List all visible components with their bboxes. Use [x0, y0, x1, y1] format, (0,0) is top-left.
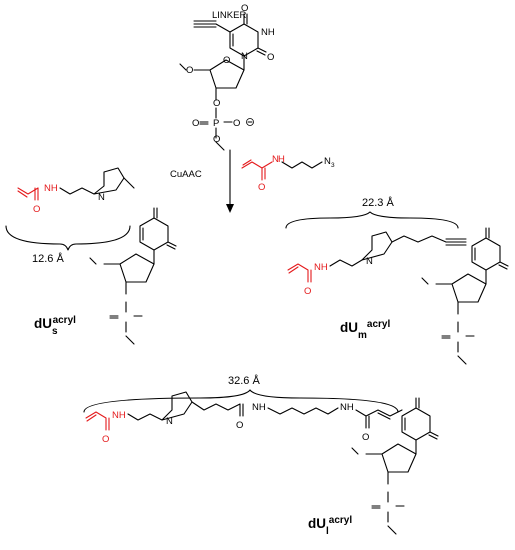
- dum-name: dUmacryl: [340, 319, 390, 341]
- atom-o: O: [33, 204, 40, 215]
- atom-o: O: [267, 52, 274, 63]
- atom-h: H: [278, 154, 285, 165]
- atom-nh: NH: [44, 183, 58, 194]
- atom-o: O: [233, 118, 240, 129]
- atom-o: O: [241, 3, 248, 14]
- dum-structure: 22.3 Å O NH N dUmacryl: [285, 196, 509, 365]
- atom-p: P: [213, 118, 219, 129]
- atom-nh: NH: [340, 402, 354, 413]
- reaction-arrow: CuAAC: [170, 149, 234, 213]
- atom-o: O: [213, 134, 220, 145]
- atom-nh: NH: [261, 27, 275, 38]
- atom-n: N: [166, 416, 173, 427]
- linker-label: LINKER: [212, 10, 246, 21]
- atom-n: N: [366, 256, 373, 267]
- atom-o: O: [213, 98, 220, 109]
- azide-subscript: 3: [331, 162, 335, 169]
- dul-name: dUlacryl: [308, 515, 352, 537]
- atom-o: O: [236, 420, 243, 431]
- atom-nh: NH: [112, 410, 126, 421]
- atom-azide-n: N: [324, 156, 331, 167]
- reaction-condition: CuAAC: [170, 169, 202, 180]
- dul-structure: 32.6 Å O NH N O NH NH O dUlacryl: [83, 374, 439, 537]
- dus-structure: O NH N 12.6 Å dUsacryl: [5, 167, 177, 345]
- atom-o: O: [223, 55, 230, 66]
- starting-nucleotide: LINKER O NH O N O O O P O O O: [179, 3, 275, 151]
- negative-charge-icon: [246, 118, 254, 126]
- dus-distance: 12.6 Å: [32, 252, 64, 265]
- atom-nh: NH: [252, 402, 266, 413]
- atom-n: N: [272, 154, 279, 165]
- atom-o: O: [304, 286, 311, 297]
- dum-distance: 22.3 Å: [362, 196, 394, 209]
- acrylamide-azide-reagent: O N H N 3: [241, 154, 335, 193]
- atom-o: O: [186, 65, 193, 76]
- atom-nh: NH: [314, 262, 328, 273]
- atom-o: O: [362, 432, 369, 443]
- atom-o: O: [258, 182, 265, 193]
- dus-name: dUsacryl: [34, 315, 76, 337]
- atom-n: N: [98, 192, 105, 203]
- atom-o: O: [102, 434, 109, 445]
- dul-distance: 32.6 Å: [228, 374, 260, 387]
- atom-o: O: [192, 118, 199, 129]
- atom-n: N: [241, 51, 248, 62]
